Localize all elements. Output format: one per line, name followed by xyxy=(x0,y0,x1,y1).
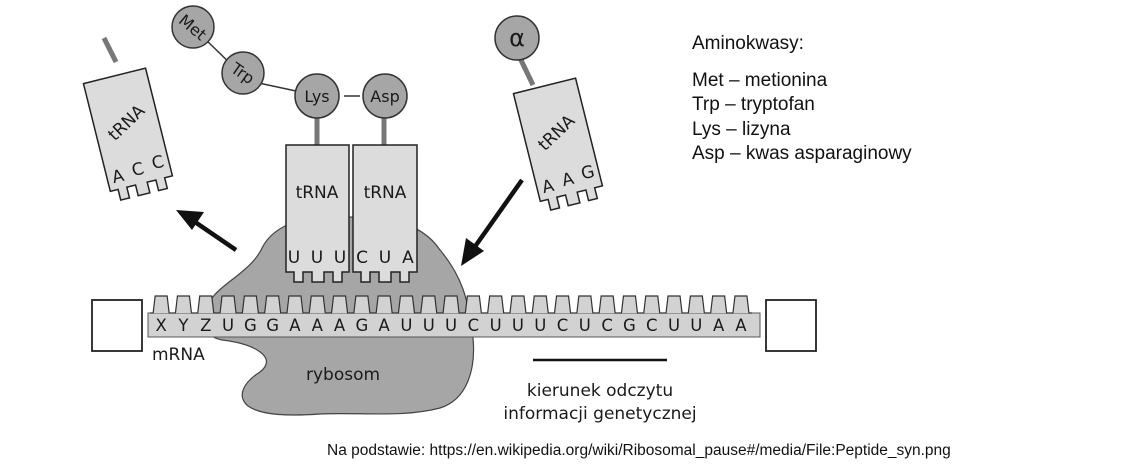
mrna-nucleotide: U xyxy=(222,316,234,335)
mrna-nucleotide: A xyxy=(713,316,725,335)
legend-item-asp: Asp – kwas asparaginowy xyxy=(692,143,912,164)
mrna-strip xyxy=(147,312,761,338)
mrna-end-box-right xyxy=(765,299,817,352)
amino-acid-asp-label: Asp xyxy=(370,87,399,106)
amino-acid-alpha-label: α xyxy=(509,24,525,52)
mrna-nucleotide: G xyxy=(623,316,636,335)
legend-item-met: Met – metionina xyxy=(692,69,828,91)
mrna-nucleotide: U xyxy=(534,316,546,335)
trna-site-2-anticodon-3: A xyxy=(402,248,414,268)
trna-site-2: tRNA C U A xyxy=(352,144,418,283)
trna-incoming-anticodon-2: A xyxy=(560,169,576,191)
mrna-end-box-left xyxy=(91,299,143,352)
source-note: Na podstawie: https://en.wikipedia.org/w… xyxy=(327,442,951,459)
trna-site-1-anticodon-1: U xyxy=(288,248,300,268)
trna-leaving-anticodon-3: C xyxy=(150,152,166,174)
mrna-nucleotide: U xyxy=(690,316,702,335)
reading-direction-line-2: informacji genetycznej xyxy=(503,404,696,424)
mrna-nucleotide: Y xyxy=(177,316,189,335)
mrna-nucleotide: U xyxy=(445,316,457,335)
amino-acid-lys: Lys xyxy=(294,73,340,119)
mrna-nucleotide: U xyxy=(579,316,591,335)
mrna-nucleotide: U xyxy=(490,316,502,335)
trna-site-2-anticodon-2: U xyxy=(379,248,391,268)
mrna-codon-teeth xyxy=(150,295,753,314)
mrna-nucleotide: A xyxy=(312,316,324,335)
trna-incoming-anticodon-3: G xyxy=(579,162,597,185)
trna-stems xyxy=(101,36,536,145)
amino-acid-alpha: α xyxy=(494,15,540,61)
mrna-nucleotide: C xyxy=(646,316,658,335)
trna-site-1-anticodon-2: U xyxy=(311,248,323,268)
trna-site-2-anticodon-1: C xyxy=(356,248,368,268)
mrna-nucleotide: G xyxy=(355,316,368,335)
mrna-nucleotide: A xyxy=(334,316,346,335)
amino-acid-asp: Asp xyxy=(362,73,408,119)
mrna-nucleotide: A xyxy=(379,316,391,335)
mrna-nucleotide: A xyxy=(289,316,301,335)
trna-leaving: tRNA A C C xyxy=(82,67,174,201)
mrna-nucleotide: U xyxy=(423,316,435,335)
trna-incoming-anticodon-1: A xyxy=(540,176,556,198)
mrna-nucleotide: U xyxy=(400,316,412,335)
trna-site-2-label: tRNA xyxy=(364,183,407,203)
mrna-nucleotide: C xyxy=(557,316,569,335)
mrna-nucleotide: A xyxy=(735,316,747,335)
mrna-nucleotide: C xyxy=(601,316,613,335)
trna-site-1-anticodon-3: U xyxy=(334,248,346,268)
mrna-nucleotide: G xyxy=(266,316,279,335)
trna-incoming: tRNA A A G xyxy=(512,77,604,211)
trna-leaving-anticodon-2: C xyxy=(130,159,146,181)
arrow-trna-entry xyxy=(461,178,524,266)
mrna-nucleotide: X xyxy=(155,316,166,335)
mrna-nucleotide: U xyxy=(512,316,524,335)
amino-acid-trp: Trp xyxy=(221,51,265,95)
legend-item-lys: Lys – lizyna xyxy=(692,118,791,140)
mrna-nucleotide: Z xyxy=(200,316,211,335)
mrna-nucleotide: C xyxy=(468,316,480,335)
mrna-label: mRNA xyxy=(152,345,205,365)
amino-acid-legend: Aminokwasy: Met – metionina Trp – trypto… xyxy=(692,32,912,167)
reading-direction-line-1: kierunek odczytu xyxy=(527,381,673,401)
legend-item-trp: Trp – tryptofan xyxy=(692,94,815,115)
amino-acid-lys-label: Lys xyxy=(304,87,329,106)
mrna-nucleotide: G xyxy=(244,316,257,335)
mrna-nucleotide: U xyxy=(668,316,680,335)
legend-title: Aminokwasy: xyxy=(692,33,804,54)
amino-acid-met: Met xyxy=(171,5,215,49)
arrow-trna-exit xyxy=(176,210,238,252)
trna-site-1: tRNA U U U xyxy=(285,144,350,283)
trna-site-1-label: tRNA xyxy=(296,183,339,203)
ribosome-label: rybosom xyxy=(306,365,380,385)
trna-leaving-anticodon-1: A xyxy=(110,166,126,188)
